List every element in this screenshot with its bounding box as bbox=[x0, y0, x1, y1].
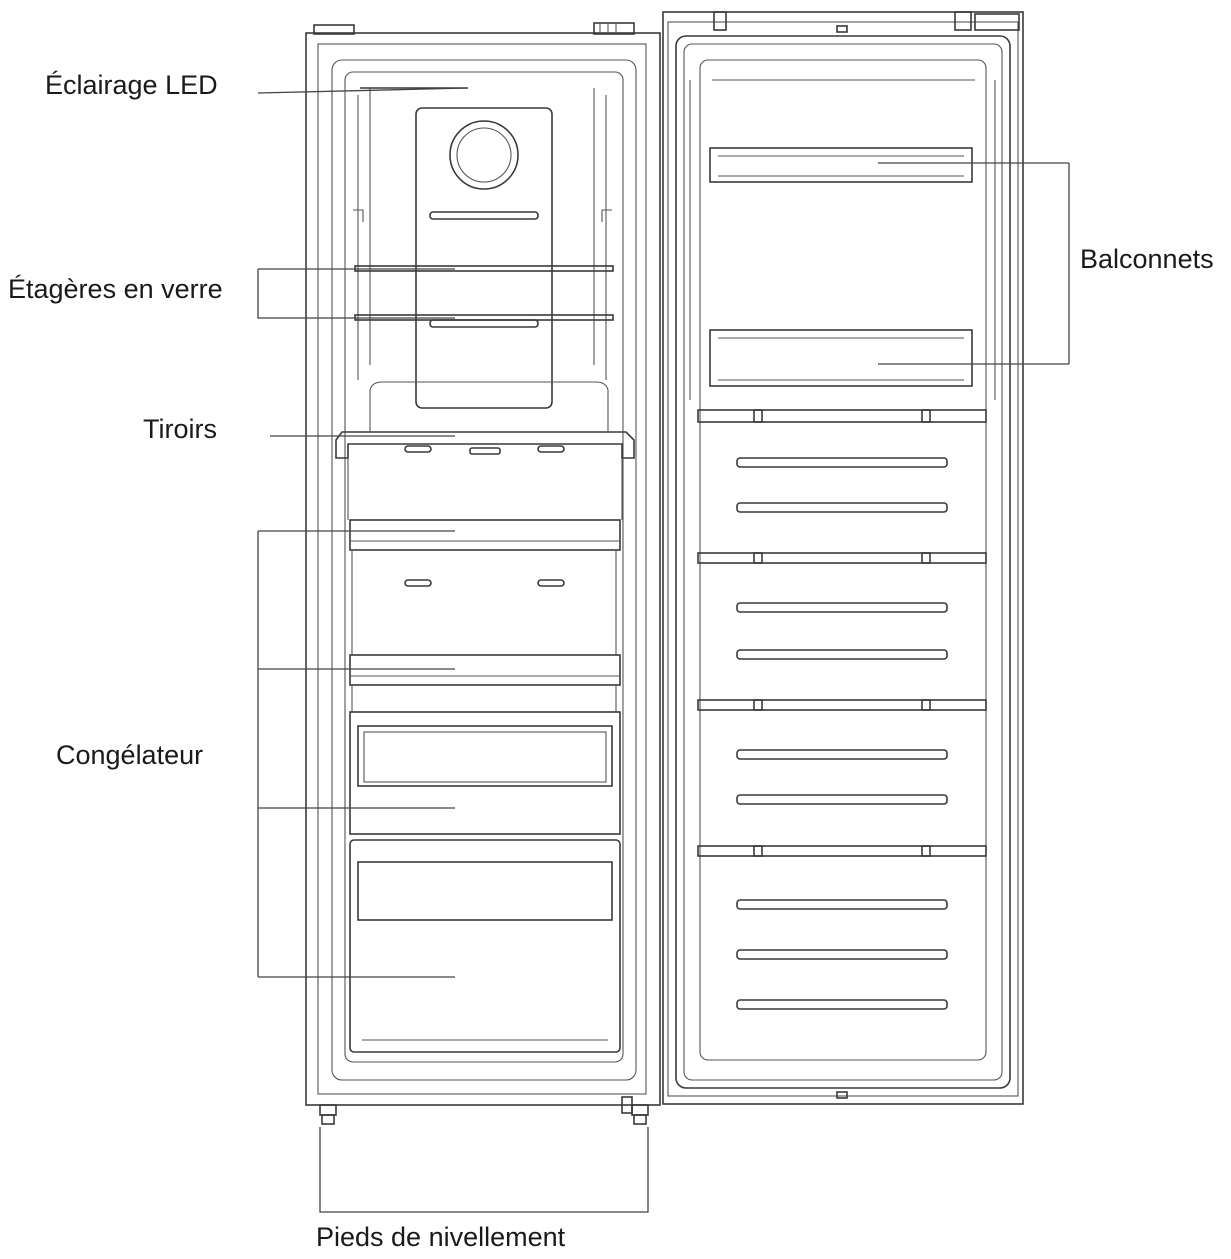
leveling-feet bbox=[319, 1096, 649, 1125]
label-led-lighting: Éclairage LED bbox=[45, 70, 218, 100]
freezer-shelf-1 bbox=[349, 519, 621, 655]
leader-lines bbox=[257, 87, 1070, 1213]
drawer-top bbox=[335, 381, 635, 520]
door bbox=[662, 11, 1024, 1105]
label-leveling-feet: Pieds de nivellement bbox=[316, 1222, 566, 1252]
label-freezer: Congélateur bbox=[56, 740, 204, 770]
label-door-balconies: Balconnets bbox=[1080, 244, 1214, 274]
door-flaps bbox=[697, 409, 987, 1010]
freezer-drawer-1 bbox=[349, 711, 621, 835]
door-balcony-1 bbox=[709, 147, 973, 183]
glass-shelves bbox=[353, 209, 614, 321]
freezer-shelf-2 bbox=[349, 654, 621, 712]
label-drawers: Tiroirs bbox=[143, 414, 217, 444]
door-balcony-2 bbox=[709, 329, 973, 387]
freezer-drawer-2 bbox=[349, 839, 621, 1053]
cabinet bbox=[305, 22, 661, 1106]
label-glass-shelves: Étagères en verre bbox=[8, 274, 223, 304]
fan-duct bbox=[415, 107, 553, 409]
